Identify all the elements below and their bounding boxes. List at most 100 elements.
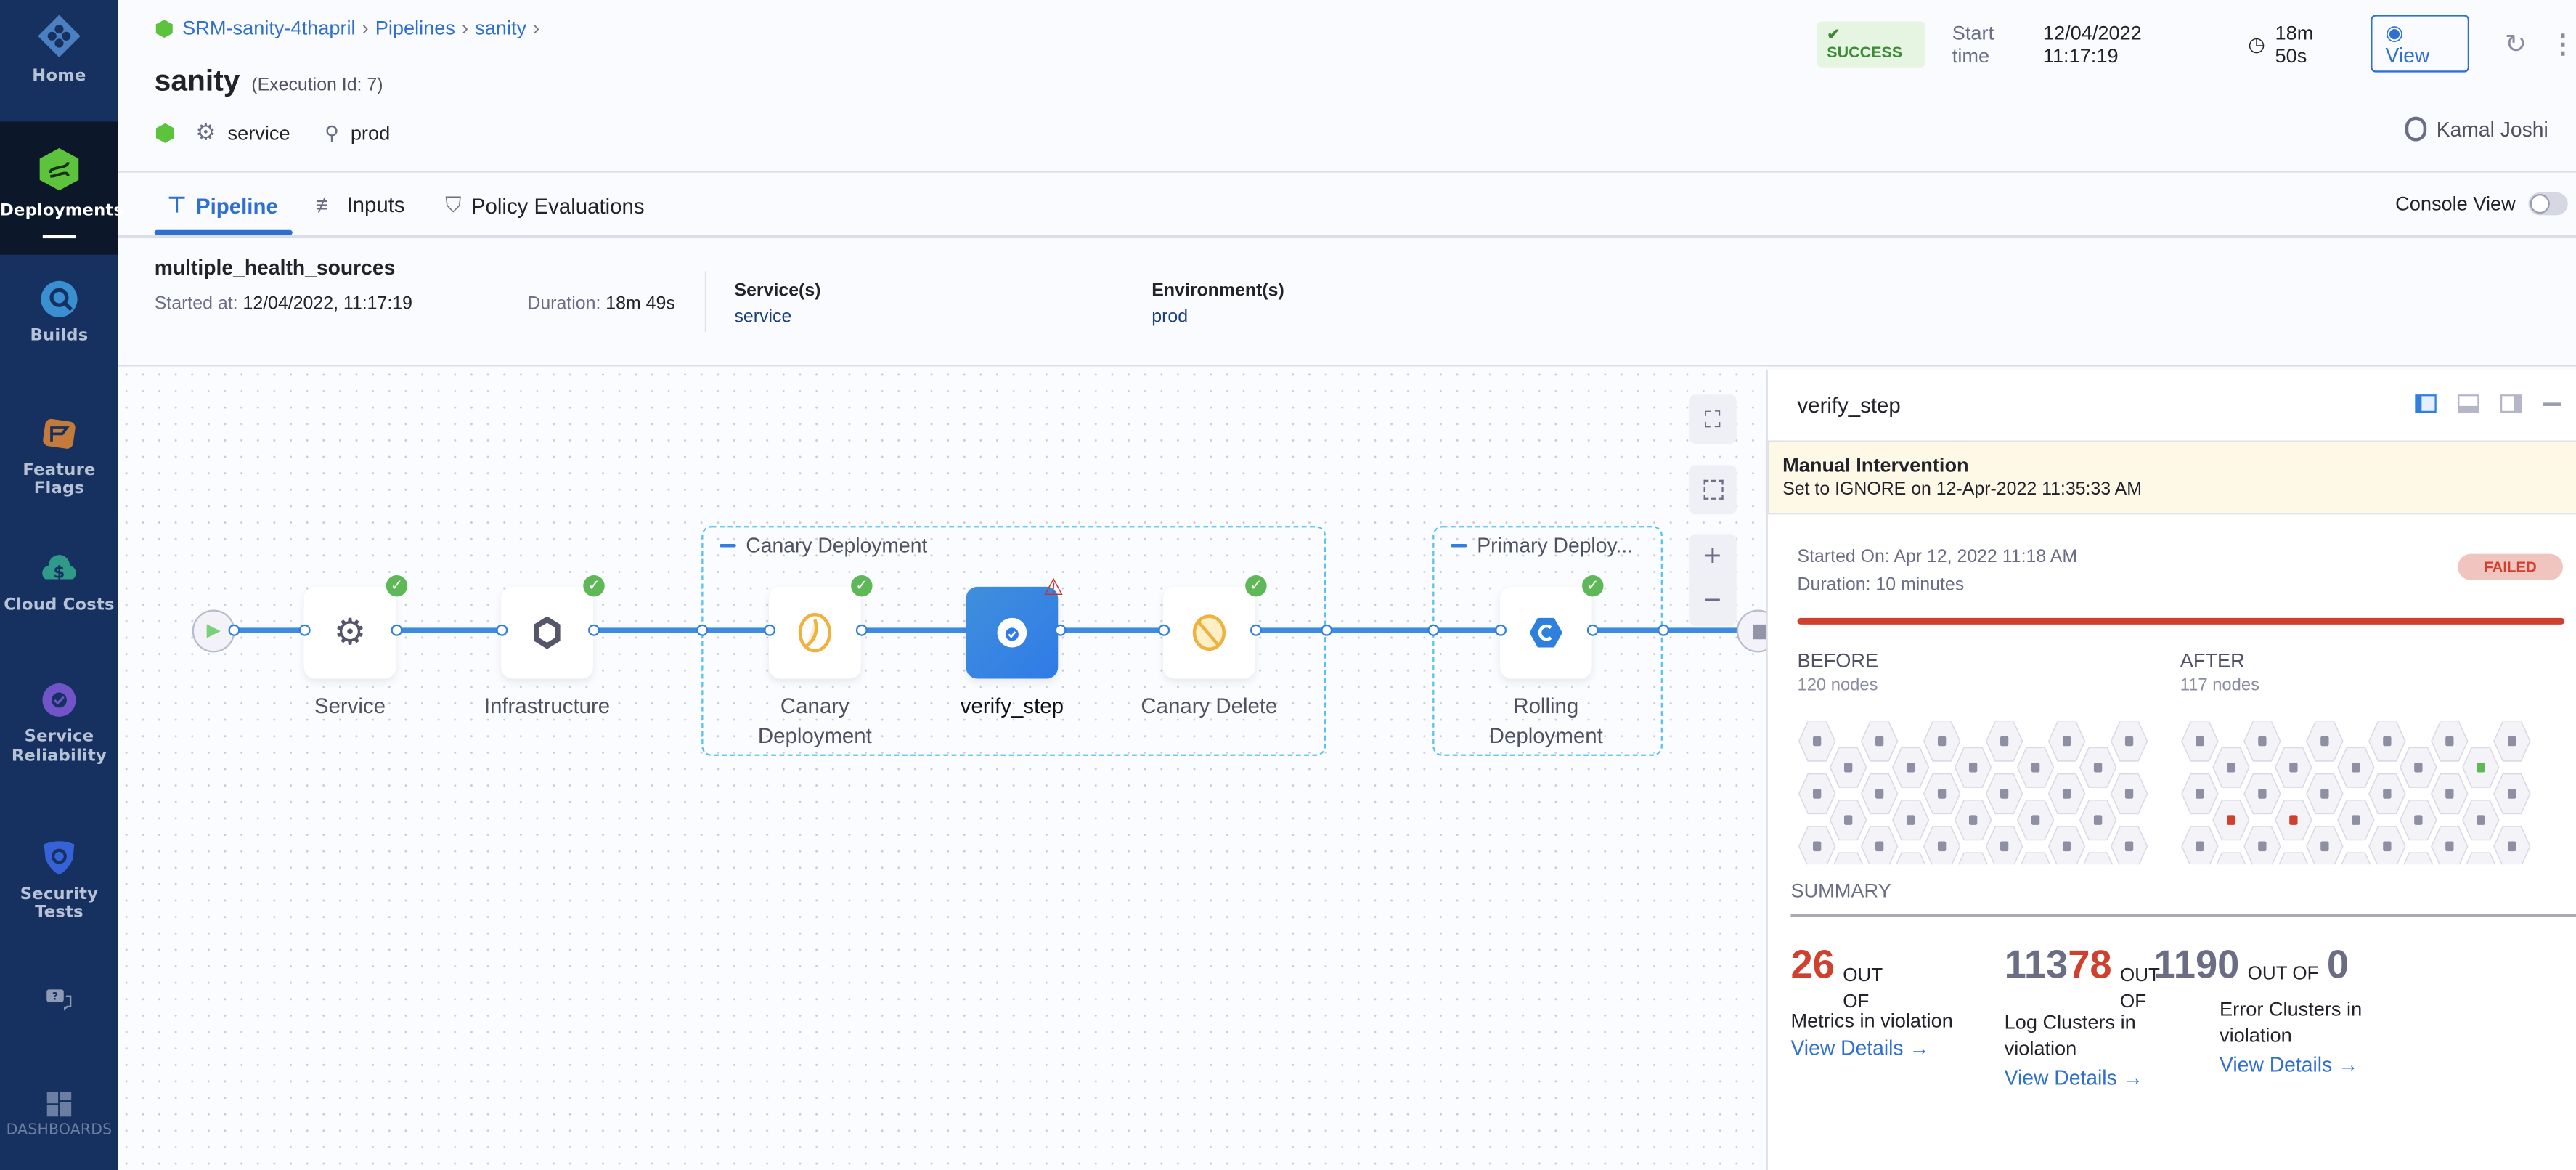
minimize-icon[interactable] (2543, 402, 2561, 405)
refresh-icon[interactable]: ↻ (2504, 30, 2527, 59)
sidebar-item-cloud-costs[interactable]: $ Cloud Costs (0, 549, 118, 614)
node-hexagon[interactable] (2306, 773, 2344, 815)
node-infrastructure[interactable] (501, 586, 593, 679)
node-hexagon[interactable] (2181, 826, 2219, 865)
node-hexagon[interactable] (2338, 852, 2374, 865)
node-hexagon[interactable] (2400, 852, 2437, 865)
sidebar-item-home[interactable]: Home (0, 10, 118, 122)
tab-inputs[interactable]: ≢Inputs (315, 192, 404, 217)
view-details-link[interactable]: View Details → (1790, 1036, 1930, 1060)
node-hexagon[interactable] (2368, 721, 2406, 762)
layout-bottom-icon[interactable] (2458, 394, 2479, 413)
toggle-switch[interactable] (2528, 192, 2569, 216)
node-hexagon[interactable] (1923, 826, 1961, 865)
collapse-icon[interactable] (1451, 543, 1467, 548)
fit-to-screen-button[interactable]: ⛶ (1689, 394, 1737, 444)
console-view-toggle[interactable]: Console View (2395, 192, 2569, 216)
node-hexagon[interactable] (2181, 773, 2219, 815)
node-hexagon[interactable] (2337, 799, 2375, 841)
node-hexagon[interactable] (2047, 721, 2086, 762)
node-hexagon[interactable] (1985, 721, 2023, 762)
node-hexagon[interactable] (2275, 799, 2312, 841)
node-hexagon[interactable] (1893, 852, 1929, 865)
node-hexagon[interactable] (2181, 721, 2219, 762)
node-hexagon[interactable] (2080, 852, 2116, 865)
node-canary-deployment[interactable] (768, 586, 861, 679)
node-hexagon[interactable] (2306, 721, 2344, 762)
node-hexagon[interactable] (2400, 799, 2437, 841)
node-hexagon[interactable] (1830, 852, 1867, 865)
node-hexagon[interactable] (2110, 773, 2148, 815)
node-hexagon[interactable] (2079, 747, 2117, 788)
node-hexagon[interactable] (2275, 747, 2312, 788)
node-hexagon[interactable] (2493, 826, 2531, 865)
node-hexagon[interactable] (2212, 747, 2250, 788)
node-hexagon[interactable] (2213, 852, 2249, 865)
node-hexagon[interactable] (2462, 747, 2500, 788)
node-hexagon[interactable] (1985, 826, 2023, 865)
select-area-button[interactable] (1689, 465, 1737, 515)
breadcrumb-pipeline[interactable]: sanity (475, 16, 527, 40)
sidebar-item-help[interactable]: ? (0, 986, 118, 1024)
layout-float-icon[interactable] (2500, 394, 2522, 413)
sidebar-item-builds[interactable]: Builds (0, 280, 118, 345)
sidebar-item-security-tests[interactable]: Security Tests (0, 838, 118, 922)
node-canary-delete[interactable] (1163, 586, 1255, 679)
view-details-link[interactable]: View Details → (2004, 1066, 2143, 1090)
stage-group-primary[interactable]: Primary Deploy... (1432, 526, 1663, 756)
more-options-icon[interactable]: ⋮ (2549, 30, 2576, 59)
node-hexagon[interactable] (2243, 826, 2281, 865)
node-hexagon[interactable] (2306, 826, 2344, 865)
sidebar-item-deployments[interactable]: Deployments (0, 121, 123, 255)
sidebar-item-dashboards[interactable]: DASHBOARDS (0, 1091, 118, 1139)
node-hexagon[interactable] (1798, 826, 1836, 865)
node-hexagon[interactable] (2243, 721, 2281, 762)
layout-right-icon[interactable] (2415, 394, 2437, 413)
zoom-out-button[interactable]: − (1704, 583, 1721, 617)
node-hexagon[interactable] (2018, 852, 2054, 865)
node-hexagon[interactable] (1954, 747, 1992, 788)
node-hexagon[interactable] (2431, 721, 2469, 762)
node-hexagon[interactable] (2462, 799, 2500, 841)
node-hexagon[interactable] (2110, 826, 2148, 865)
node-hexagon[interactable] (1798, 773, 1836, 815)
sidebar-item-service-reliability[interactable]: Service Reliability (0, 681, 118, 768)
node-hexagon[interactable] (2493, 721, 2531, 762)
node-hexagon[interactable] (2337, 747, 2375, 788)
node-verify-step[interactable] (966, 586, 1059, 679)
node-service[interactable]: ⚙ (303, 586, 396, 679)
node-hexagon[interactable] (2243, 773, 2281, 815)
node-hexagon[interactable] (1891, 799, 1930, 841)
node-hexagon[interactable] (2463, 852, 2499, 865)
tab-policy-evaluations[interactable]: ⛉Policy Evaluations (445, 192, 644, 219)
pipeline-canvas[interactable] (118, 366, 1766, 1170)
node-hexagon[interactable] (1891, 747, 1930, 788)
node-hexagon[interactable] (1860, 826, 1899, 865)
node-hexagon[interactable] (2400, 747, 2437, 788)
node-hexagon[interactable] (2431, 773, 2469, 815)
node-hexagon[interactable] (2368, 826, 2406, 865)
node-hexagon[interactable] (1955, 852, 1992, 865)
node-hexagon[interactable] (1829, 747, 1867, 788)
node-hexagon[interactable] (2493, 773, 2531, 815)
node-hexagon[interactable] (2431, 826, 2469, 865)
tab-pipeline[interactable]: ⊤Pipeline (168, 192, 278, 219)
node-hexagon[interactable] (2079, 799, 2117, 841)
zoom-in-button[interactable]: + (1704, 539, 1721, 572)
sidebar-item-feature-flags[interactable]: Feature Flags (0, 414, 118, 498)
node-hexagon[interactable] (2110, 721, 2148, 762)
node-hexagon[interactable] (2047, 826, 2086, 865)
breadcrumb-project[interactable]: SRM-sanity-4thapril (182, 16, 356, 40)
breadcrumb-pipelines[interactable]: Pipelines (375, 16, 455, 40)
node-hexagon[interactable] (1860, 721, 1899, 762)
node-hexagon[interactable] (2047, 773, 2086, 815)
view-details-link[interactable]: View Details → (2220, 1053, 2359, 1077)
node-hexagon[interactable] (2016, 799, 2055, 841)
view-button[interactable]: ◉ View (2371, 15, 2469, 73)
node-hexagon[interactable] (1954, 799, 1992, 841)
node-rolling-deployment[interactable] (1499, 586, 1592, 679)
node-hexagon[interactable] (1985, 773, 2023, 815)
node-hexagon[interactable] (1829, 799, 1867, 841)
node-hexagon[interactable] (1923, 773, 1961, 815)
node-hexagon[interactable] (1860, 773, 1899, 815)
